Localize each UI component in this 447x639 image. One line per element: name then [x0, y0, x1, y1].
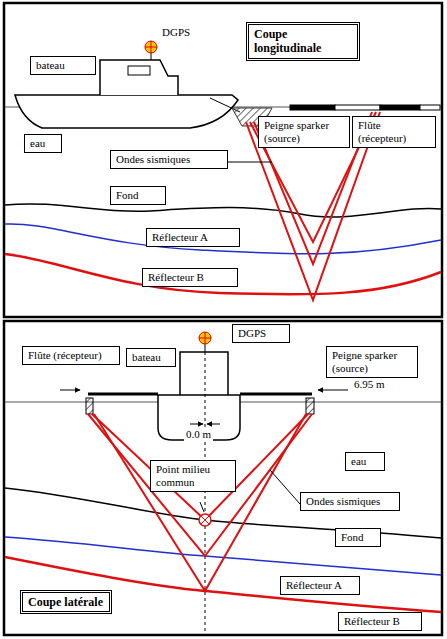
box-text: Réflecteur A	[152, 231, 234, 244]
leader-line	[228, 162, 272, 163]
dimension: 6.95 m	[352, 378, 387, 391]
box-text: Réflecteur A	[286, 579, 354, 592]
cabin-window	[128, 66, 150, 75]
label-box: Ondes sismiques	[300, 492, 400, 511]
box-text: DGPS	[238, 327, 284, 340]
dimension-arrow	[60, 390, 80, 391]
panel-frame	[4, 3, 442, 317]
box-text: Ondes sismiques	[116, 153, 222, 166]
box-text: Fond	[341, 531, 375, 544]
dgps-antenna	[205, 332, 206, 344]
label-box: Fond	[335, 528, 381, 547]
dgps-antenna	[151, 41, 152, 53]
label-box: Flûte (récepteur)	[22, 346, 120, 365]
reflector-b-line	[5, 254, 441, 294]
streamer-boom	[88, 393, 158, 396]
box-text: Flûte (récepteur)	[358, 119, 430, 145]
label-box: Réflecteur A	[280, 576, 360, 595]
label-box: Réflecteur B	[142, 268, 238, 287]
dimension: 0.0 m	[184, 428, 213, 441]
label-box: Réflecteur B	[338, 612, 422, 631]
box-text: Flûte (récepteur)	[28, 349, 114, 362]
label-box: bateau	[30, 56, 96, 75]
seabed-line	[5, 204, 441, 217]
dimension-arrow	[318, 390, 348, 391]
box-text: Réflecteur B	[344, 615, 416, 628]
sparker-source	[306, 398, 314, 414]
box-text: Coupe latérale	[28, 595, 104, 609]
seismic-rays	[88, 414, 312, 591]
box-text: Ondes sismiques	[306, 495, 394, 508]
box-text: eau	[30, 137, 56, 150]
box-text: Peigne sparker (source)	[264, 119, 344, 145]
leader-line	[270, 470, 300, 504]
common-midpoint	[201, 516, 209, 524]
box-text: Peigne sparker (source)	[332, 349, 412, 375]
label-box: Fond	[110, 186, 166, 205]
section-title: Coupe longitudinale	[246, 22, 360, 61]
box-text: Coupe longitudinale	[254, 27, 352, 56]
box-text: bateau	[132, 351, 170, 364]
callout-box: Point milieu commun	[150, 460, 236, 492]
section-title: Coupe latérale	[20, 590, 112, 614]
device-label: DGPS	[160, 26, 192, 39]
sparker-boom	[240, 393, 312, 396]
dgps-antenna	[199, 332, 211, 344]
box-text: Fond	[116, 189, 160, 202]
boat-cabin	[100, 60, 178, 95]
label-box: Flûte (récepteur)	[352, 116, 436, 148]
box-text: Point milieu commun	[156, 463, 230, 489]
boat-hull	[158, 395, 240, 440]
label-box: Ondes sismiques	[110, 150, 228, 169]
label-box: DGPS	[232, 324, 290, 343]
label-box: Réflecteur A	[146, 228, 240, 247]
box-text: Réflecteur B	[148, 271, 232, 284]
panel-frame	[4, 321, 442, 635]
streamer	[290, 105, 440, 110]
mast	[205, 344, 206, 352]
box-text: bateau	[36, 59, 90, 72]
label-box: Peigne sparker (source)	[258, 116, 350, 148]
box-text: eau	[351, 455, 379, 468]
common-midpoint	[201, 516, 209, 524]
reflector-b-line	[5, 557, 441, 612]
dimension-arrow	[207, 424, 220, 425]
dgps-antenna	[145, 41, 157, 53]
leader-line	[200, 502, 204, 512]
boat-hull	[15, 95, 238, 128]
label-box: eau	[345, 452, 385, 471]
streamer-receiver	[86, 398, 93, 414]
mast	[151, 53, 152, 60]
common-midpoint	[199, 514, 211, 526]
label-box: bateau	[126, 348, 176, 367]
label-box: eau	[24, 134, 62, 153]
reflector-a-line	[5, 224, 441, 254]
dimension-arrow	[190, 424, 203, 425]
boat-cabin	[180, 352, 228, 395]
label-box: Peigne sparker (source)	[326, 346, 418, 378]
